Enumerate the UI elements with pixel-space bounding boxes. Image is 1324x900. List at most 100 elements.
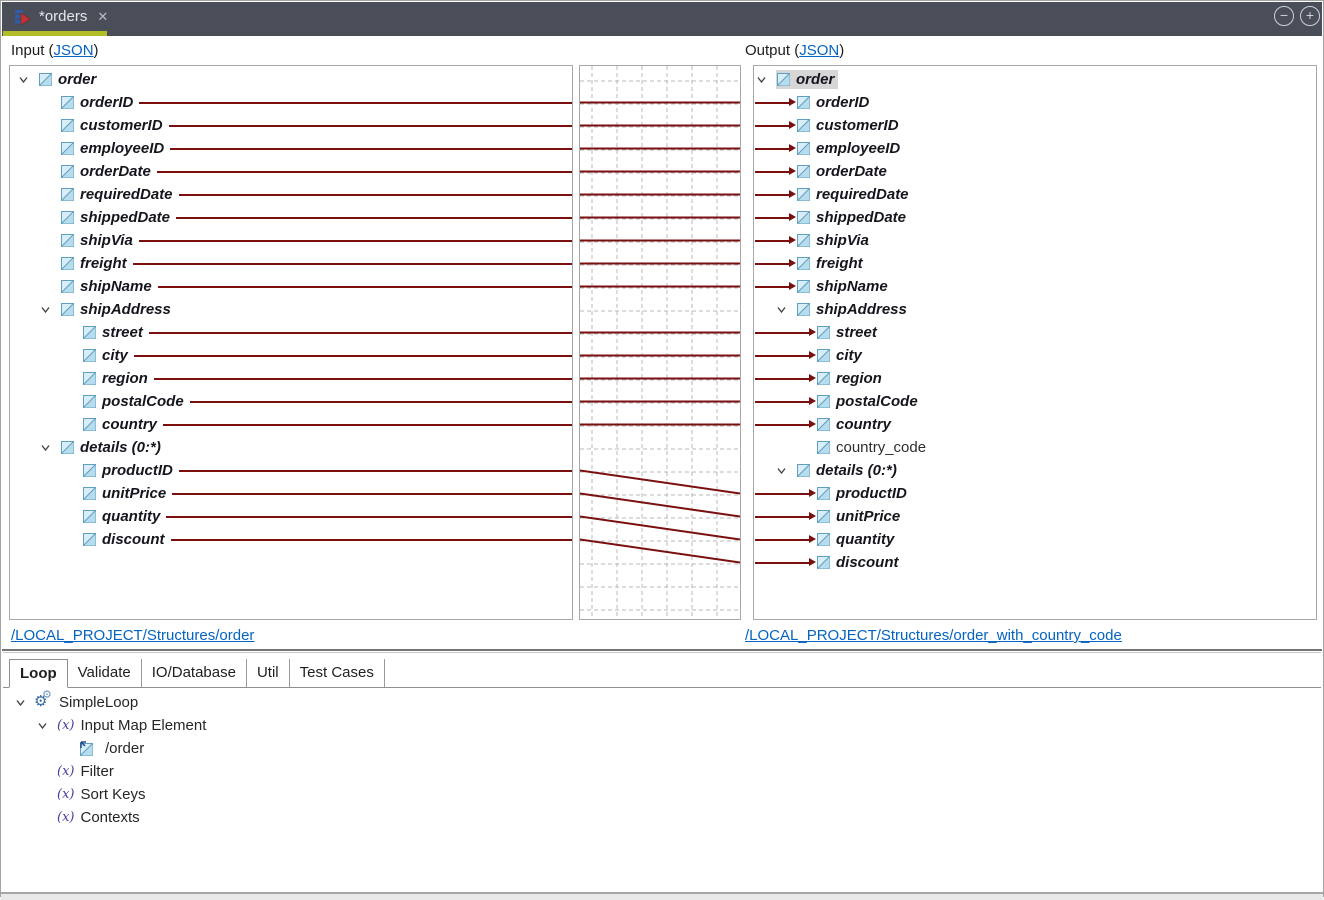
chevron-down-icon[interactable] bbox=[40, 304, 60, 315]
tree-node-unitprice[interactable]: unitPrice bbox=[754, 505, 1316, 528]
tree-node-productid[interactable]: productID bbox=[754, 482, 1316, 505]
tree-node-freight[interactable]: freight bbox=[754, 252, 1316, 275]
tree-node-employeeid[interactable]: employeeID bbox=[10, 137, 572, 160]
tree-node-order[interactable]: order bbox=[754, 68, 1316, 91]
mapping-arrow[interactable] bbox=[755, 328, 816, 336]
tree-node-city[interactable]: city bbox=[10, 344, 572, 367]
tree-node-orderid[interactable]: orderID bbox=[754, 91, 1316, 114]
loop-tree-node-filter[interactable]: (x)Filter bbox=[9, 760, 1315, 783]
loop-tree-node-input-map-element[interactable]: (x)Input Map Element bbox=[9, 714, 1315, 737]
tree-node-discount[interactable]: discount bbox=[10, 528, 572, 551]
tree-node-orderdate[interactable]: orderDate bbox=[754, 160, 1316, 183]
tree-node-orderid[interactable]: orderID bbox=[10, 91, 572, 114]
tree-node-shippeddate[interactable]: shippedDate bbox=[10, 206, 572, 229]
tree-node-quantity[interactable]: quantity bbox=[754, 528, 1316, 551]
mapping-arrow[interactable] bbox=[755, 121, 796, 129]
mapping-arrow[interactable] bbox=[755, 558, 816, 566]
loop-tree-node-order[interactable]: /order bbox=[9, 737, 1315, 760]
tree-node-customerid[interactable]: customerID bbox=[10, 114, 572, 137]
tree-node-street[interactable]: street bbox=[754, 321, 1316, 344]
mapping-line[interactable] bbox=[163, 423, 572, 426]
tree-node-region[interactable]: region bbox=[10, 367, 572, 390]
mapping-line[interactable] bbox=[580, 492, 740, 518]
chevron-down-icon[interactable] bbox=[40, 442, 60, 453]
mapping-arrow[interactable] bbox=[755, 213, 796, 221]
tree-node-requireddate[interactable]: requiredDate bbox=[10, 183, 572, 206]
tree-node-shipvia[interactable]: shipVia bbox=[10, 229, 572, 252]
mapping-arrow[interactable] bbox=[755, 489, 816, 497]
loop-tree-node-contexts[interactable]: (x)Contexts bbox=[9, 806, 1315, 829]
mapping-line[interactable] bbox=[156, 170, 572, 173]
mapping-line[interactable] bbox=[170, 538, 572, 541]
chevron-down-icon[interactable] bbox=[37, 720, 57, 731]
tree-node-street[interactable]: street bbox=[10, 321, 572, 344]
tree-node-postalcode[interactable]: postalCode bbox=[10, 390, 572, 413]
mapping-arrow[interactable] bbox=[755, 167, 796, 175]
mapping-line[interactable] bbox=[580, 538, 740, 564]
mapping-arrow[interactable] bbox=[755, 190, 796, 198]
tree-node-region[interactable]: region bbox=[754, 367, 1316, 390]
tree-node-details-0[interactable]: details (0:*) bbox=[10, 436, 572, 459]
mapping-line[interactable] bbox=[178, 193, 572, 196]
tree-node-country[interactable]: country bbox=[10, 413, 572, 436]
chevron-down-icon[interactable] bbox=[15, 697, 35, 708]
tree-node-requireddate[interactable]: requiredDate bbox=[754, 183, 1316, 206]
chevron-down-icon[interactable] bbox=[756, 74, 776, 85]
tree-node-freight[interactable]: freight bbox=[10, 252, 572, 275]
document-tab-orders[interactable]: *orders ✕ bbox=[8, 2, 108, 31]
mapping-line[interactable] bbox=[178, 469, 572, 472]
tree-node-quantity[interactable]: quantity bbox=[10, 505, 572, 528]
tree-node-country-code[interactable]: country_code bbox=[754, 436, 1316, 459]
mapping-line[interactable] bbox=[133, 354, 572, 357]
tree-node-customerid[interactable]: customerID bbox=[754, 114, 1316, 137]
mapping-line[interactable] bbox=[176, 216, 572, 219]
mapping-line[interactable] bbox=[168, 124, 572, 127]
mapping-arrow[interactable] bbox=[755, 512, 816, 520]
mapping-arrow[interactable] bbox=[755, 259, 796, 267]
chevron-down-icon[interactable] bbox=[776, 465, 796, 476]
tree-node-unitprice[interactable]: unitPrice bbox=[10, 482, 572, 505]
output-json-format-link[interactable]: JSON bbox=[799, 42, 840, 59]
mapping-line[interactable] bbox=[189, 400, 572, 403]
tree-node-shipaddress[interactable]: shipAddress bbox=[754, 298, 1316, 321]
tree-node-orderdate[interactable]: orderDate bbox=[10, 160, 572, 183]
mapping-arrow[interactable] bbox=[755, 351, 816, 359]
chevron-down-icon[interactable] bbox=[18, 74, 38, 85]
mapping-line[interactable] bbox=[138, 239, 572, 242]
tab-validate[interactable]: Validate bbox=[67, 659, 142, 687]
tab-test-cases[interactable]: Test Cases bbox=[289, 659, 385, 687]
close-icon[interactable]: ✕ bbox=[97, 8, 109, 24]
tree-node-shipname[interactable]: shipName bbox=[10, 275, 572, 298]
tree-node-employeeid[interactable]: employeeID bbox=[754, 137, 1316, 160]
mapping-line[interactable] bbox=[170, 147, 572, 150]
mapping-line[interactable] bbox=[166, 515, 572, 518]
tree-node-details-0[interactable]: details (0:*) bbox=[754, 459, 1316, 482]
tree-node-shipvia[interactable]: shipVia bbox=[754, 229, 1316, 252]
tree-node-country[interactable]: country bbox=[754, 413, 1316, 436]
mapping-arrow[interactable] bbox=[755, 535, 816, 543]
tab-io-database[interactable]: IO/Database bbox=[141, 659, 247, 687]
tree-node-shipname[interactable]: shipName bbox=[754, 275, 1316, 298]
zoom-in-button[interactable]: + bbox=[1300, 6, 1320, 26]
tab-loop[interactable]: Loop bbox=[9, 659, 68, 688]
zoom-out-button[interactable]: − bbox=[1274, 6, 1294, 26]
mapping-arrow[interactable] bbox=[755, 98, 796, 106]
input-json-format-link[interactable]: JSON bbox=[53, 42, 94, 59]
tree-node-city[interactable]: city bbox=[754, 344, 1316, 367]
chevron-down-icon[interactable] bbox=[776, 304, 796, 315]
mapping-line[interactable] bbox=[580, 469, 740, 495]
loop-tree-node-simpleloop[interactable]: ⚙⚙SimpleLoop bbox=[9, 688, 1315, 714]
output-structure-link[interactable]: /LOCAL_PROJECT/Structures/order_with_cou… bbox=[745, 627, 1122, 644]
mapping-line[interactable] bbox=[172, 492, 572, 495]
mapping-arrow[interactable] bbox=[755, 420, 816, 428]
mapping-line[interactable] bbox=[148, 331, 572, 334]
tab-util[interactable]: Util bbox=[246, 659, 290, 687]
mapping-arrow[interactable] bbox=[755, 236, 796, 244]
mapping-line[interactable] bbox=[139, 101, 572, 104]
loop-tree-node-sort-keys[interactable]: (x)Sort Keys bbox=[9, 783, 1315, 806]
tree-node-order[interactable]: order bbox=[10, 68, 572, 91]
tree-node-shipaddress[interactable]: shipAddress bbox=[10, 298, 572, 321]
tree-node-postalcode[interactable]: postalCode bbox=[754, 390, 1316, 413]
mapping-arrow[interactable] bbox=[755, 144, 796, 152]
mapping-arrow[interactable] bbox=[755, 397, 816, 405]
